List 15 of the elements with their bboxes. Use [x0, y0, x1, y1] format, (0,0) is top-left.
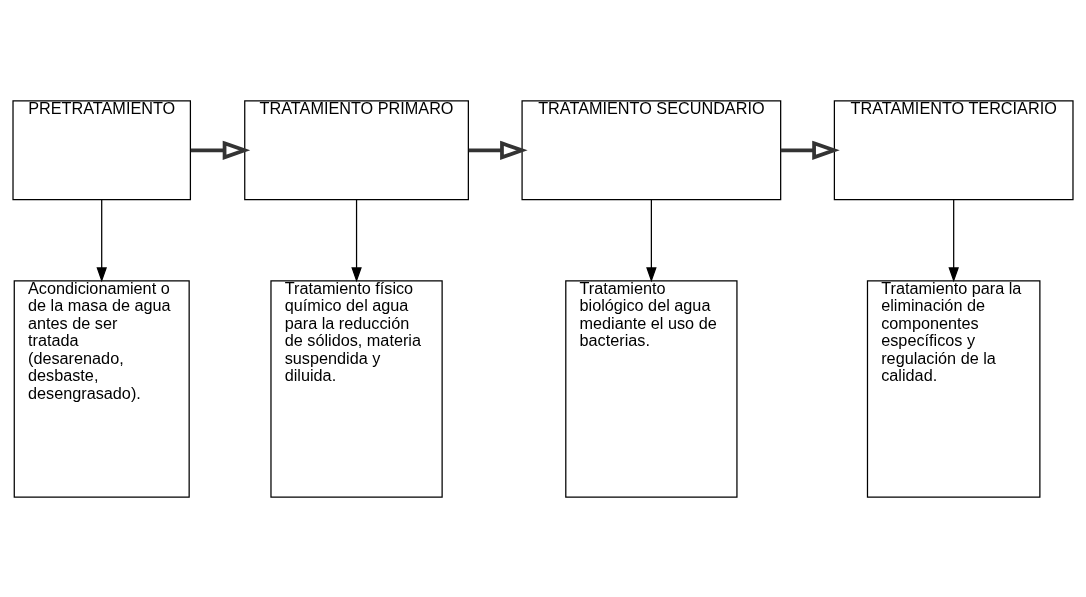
node-box: PRETRATAMIENTO [12, 99, 192, 200]
arrow [646, 198, 657, 282]
node-box: Acondicionamient o de la masa de agua antes de ser tratada (desarenado, desbaste, desengrasado). [13, 279, 190, 498]
arrow [948, 198, 959, 282]
arrow [780, 140, 840, 160]
node-box: Tratamiento físico químico del agua para la reducción de sólidos, materia suspendida y diluida. [270, 279, 443, 498]
arrow [468, 140, 528, 160]
node-box: TRATAMIENTO TERCIARIO [833, 99, 1074, 200]
node-box: Tratamiento para la eliminación de componentes específicos y regulación de la calidad. [866, 279, 1041, 498]
node-box: TRATAMIENTO PRIMARO [244, 99, 469, 200]
arrow [351, 198, 362, 282]
node-box: TRATAMIENTO SECUNDARIO [521, 99, 782, 200]
arrow [190, 140, 251, 160]
arrow [96, 198, 107, 282]
node-box: Tratamiento biológico del agua mediante el uso de bacterias. [565, 279, 738, 498]
